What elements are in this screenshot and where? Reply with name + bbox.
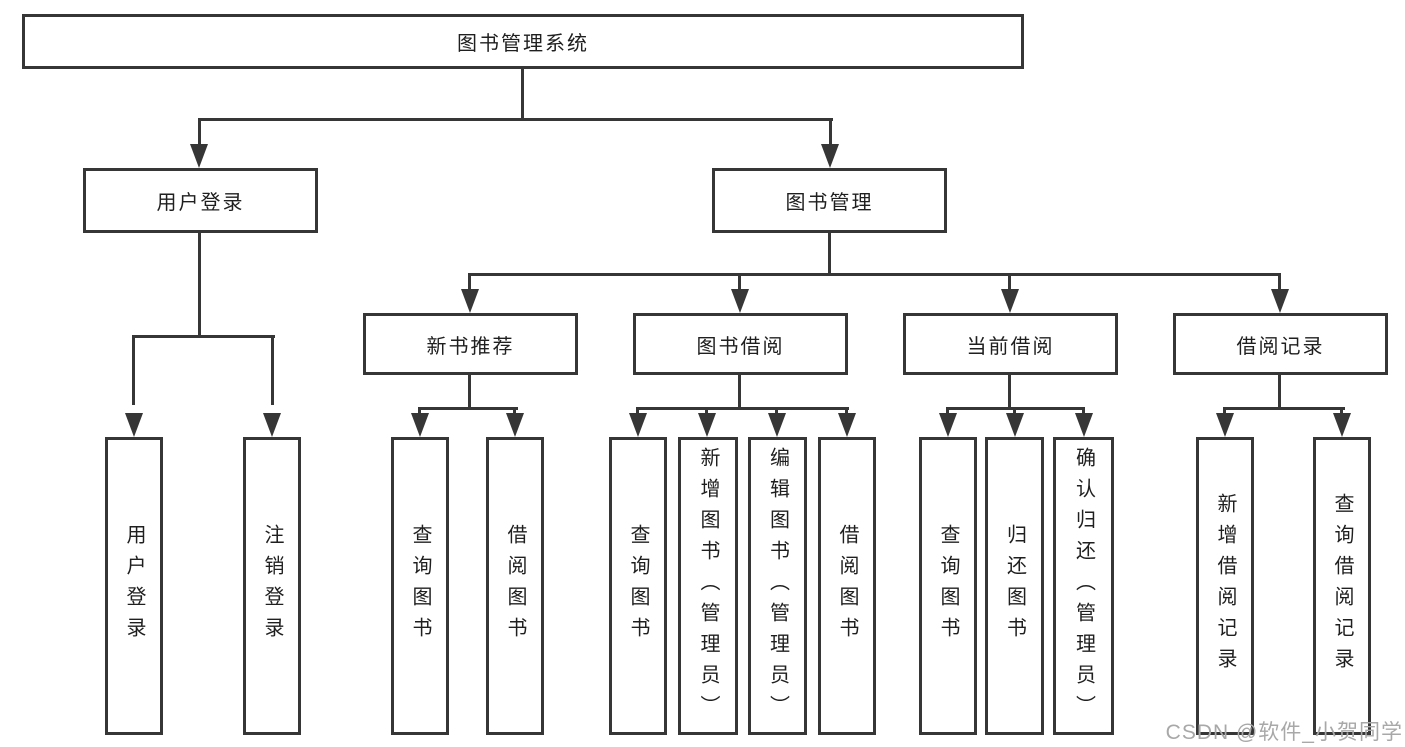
- arrow-down-icon: [125, 413, 143, 437]
- connector-drop: [513, 407, 516, 416]
- node-label: 确认归还（管理员）: [1072, 446, 1095, 726]
- node-label: 新增图书（管理员）: [697, 446, 719, 726]
- connector-drop: [946, 407, 949, 416]
- node-borrowing-records: 借阅记录: [1173, 313, 1388, 375]
- node-current-borrowing: 当前借阅: [903, 313, 1118, 375]
- leaf-query-books-borrow: 查询图书: [609, 437, 667, 735]
- arrow-down-icon: [1075, 413, 1093, 437]
- node-book-management: 图书管理: [712, 168, 947, 233]
- arrow-down-icon: [461, 289, 479, 313]
- arrow-down-icon: [629, 413, 647, 437]
- leaf-return-books: 归还图书: [985, 437, 1044, 735]
- node-label: 图书管理: [785, 192, 874, 214]
- connector-drop: [1008, 273, 1011, 293]
- leaf-borrow-books: 借阅图书: [818, 437, 876, 735]
- node-user-login: 用户登录: [83, 168, 318, 233]
- connector-drop: [829, 118, 832, 150]
- node-label: 归还图书: [1003, 524, 1026, 648]
- leaf-add-books-admin: 新增图书（管理员）: [678, 437, 738, 735]
- connector-drop: [1340, 407, 1343, 416]
- connector-drop: [738, 273, 741, 293]
- arrow-down-icon: [939, 413, 957, 437]
- arrow-down-icon: [838, 413, 856, 437]
- arrow-down-icon: [1333, 413, 1351, 437]
- leaf-edit-books-admin: 编辑图书（管理员）: [748, 437, 807, 735]
- node-label: 用户登录: [156, 192, 245, 214]
- leaf-query-books-current: 查询图书: [919, 437, 977, 735]
- node-label: 图书借阅: [696, 335, 785, 358]
- node-library-management-system: 图书管理系统: [22, 14, 1024, 69]
- arrow-down-icon: [263, 413, 281, 437]
- connector-root-rail: [198, 118, 833, 121]
- node-label: 注销登录: [261, 524, 283, 648]
- connector-drop: [271, 335, 274, 405]
- csdn-watermark: CSDN @软件_小贺同学: [1165, 721, 1403, 744]
- connector-user-stem: [198, 231, 201, 338]
- leaf-confirm-return-admin: 确认归还（管理员）: [1053, 437, 1114, 735]
- leaf-borrow-books-recommend: 借阅图书: [486, 437, 544, 735]
- connector-book-rail: [468, 273, 1281, 276]
- node-label: 查询借阅记录: [1331, 493, 1353, 679]
- leaf-user-login: 用户登录: [105, 437, 163, 735]
- node-label: 编辑图书（管理员）: [766, 446, 789, 726]
- node-label: 借阅记录: [1236, 335, 1325, 358]
- node-label: 查询图书: [409, 524, 431, 648]
- node-label: 查询图书: [937, 524, 959, 648]
- node-label: 新书推荐: [426, 335, 515, 358]
- arrow-down-icon: [768, 413, 786, 437]
- node-label: 借阅图书: [504, 524, 526, 648]
- arrow-down-icon: [506, 413, 524, 437]
- leaf-query-borrow-record: 查询借阅记录: [1313, 437, 1371, 735]
- connector-drop: [1082, 407, 1085, 416]
- node-book-borrowing: 图书借阅: [633, 313, 848, 375]
- arrow-down-icon: [1006, 413, 1024, 437]
- connector-drop: [636, 407, 639, 416]
- node-new-book-recommendation: 新书推荐: [363, 313, 578, 375]
- arrow-down-icon: [190, 144, 208, 168]
- leaf-logout: 注销登录: [243, 437, 301, 735]
- node-label: 新增借阅记录: [1214, 493, 1236, 679]
- connector-root-stem: [521, 69, 524, 118]
- connector-drop: [775, 407, 778, 416]
- connector-rail: [636, 407, 849, 410]
- connector-stem: [738, 373, 741, 409]
- node-label: 借阅图书: [836, 524, 858, 648]
- connector-rail: [418, 407, 518, 410]
- leaf-add-borrow-record: 新增借阅记录: [1196, 437, 1254, 735]
- connector-drop: [132, 335, 135, 405]
- connector-drop: [845, 407, 848, 416]
- node-label: 当前借阅: [966, 335, 1055, 358]
- connector-drop: [1278, 273, 1281, 293]
- node-label: 图书管理系统: [457, 33, 589, 55]
- node-label: 用户登录: [123, 524, 145, 648]
- arrow-down-icon: [411, 413, 429, 437]
- connector-drop: [198, 118, 201, 150]
- connector-user-rail: [132, 335, 275, 338]
- node-label: 查询图书: [627, 524, 649, 648]
- connector-rail: [1223, 407, 1345, 410]
- connector-stem: [468, 373, 471, 409]
- arrow-down-icon: [698, 413, 716, 437]
- connector-stem: [1278, 373, 1281, 409]
- connector-book-stem: [828, 231, 831, 275]
- connector-drop: [418, 407, 421, 416]
- connector-stem: [1008, 373, 1011, 409]
- arrow-down-icon: [821, 144, 839, 168]
- leaf-query-books-recommend: 查询图书: [391, 437, 449, 735]
- arrow-down-icon: [1001, 289, 1019, 313]
- connector-drop: [1013, 407, 1016, 416]
- arrow-down-icon: [1271, 289, 1289, 313]
- arrow-down-icon: [731, 289, 749, 313]
- connector-drop: [1223, 407, 1226, 416]
- arrow-down-icon: [1216, 413, 1234, 437]
- connector-drop: [468, 273, 471, 293]
- connector-drop: [705, 407, 708, 416]
